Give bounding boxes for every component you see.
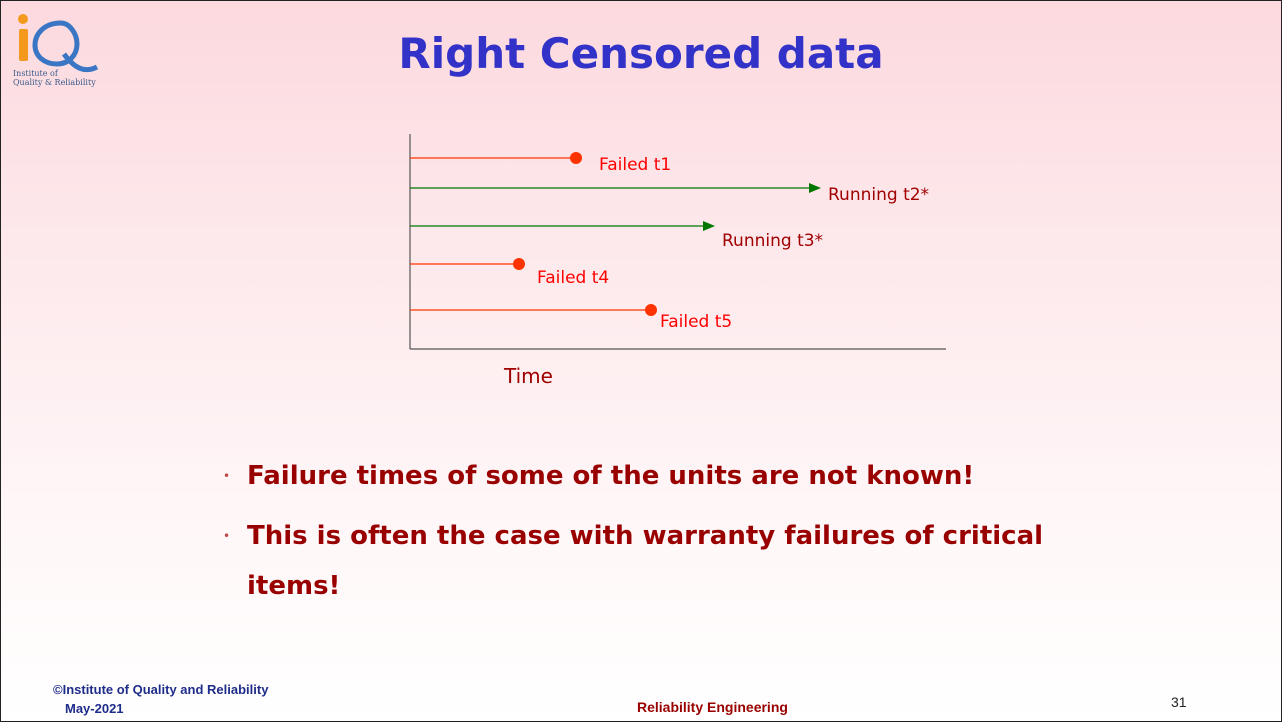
bullet-text: This is often the case with warranty fai… (247, 521, 1044, 601)
unit-label-1: Failed t1 (599, 155, 671, 175)
failure-dot-4 (513, 258, 525, 270)
logo-q-tail (61, 52, 99, 73)
iqr-logo (18, 14, 99, 73)
bullet-list: • Failure times of some of the units are… (217, 451, 1117, 611)
slide-title: Right Censored data (398, 29, 884, 78)
logo-q-ring (32, 20, 80, 67)
bullet-marker: • (223, 469, 231, 483)
logo-dot (18, 14, 28, 24)
unit-label-3: Running t3* (722, 231, 823, 251)
failure-dot-1 (570, 152, 582, 164)
footer-copyright: ©Institute of Quality and Reliability (53, 682, 269, 697)
page-number: 31 (1171, 694, 1187, 710)
time-axis-label: Time (503, 364, 553, 388)
unit-label-5: Failed t5 (660, 312, 732, 332)
bullet-marker: • (223, 529, 231, 543)
logo-caption: Institute of Quality & Reliability (13, 69, 108, 87)
logo-i (19, 29, 28, 61)
footer-date: May-2021 (65, 701, 124, 716)
failure-dot-5 (645, 304, 657, 316)
bullet-item: • Failure times of some of the units are… (217, 451, 1117, 501)
unit-label-4: Failed t4 (537, 268, 609, 288)
logo-caption-line2: Quality & Reliability (13, 78, 96, 87)
censoring-diagram: Failed t1 Running t2* Running t3* Failed… (409, 134, 946, 388)
bullet-text: Failure times of some of the units are n… (247, 461, 975, 491)
logo-caption-line1: Institute of (13, 69, 58, 78)
bullet-item: • This is often the case with warranty f… (217, 511, 1117, 611)
unit-label-2: Running t2* (828, 185, 929, 205)
footer-course: Reliability Engineering (637, 699, 788, 715)
